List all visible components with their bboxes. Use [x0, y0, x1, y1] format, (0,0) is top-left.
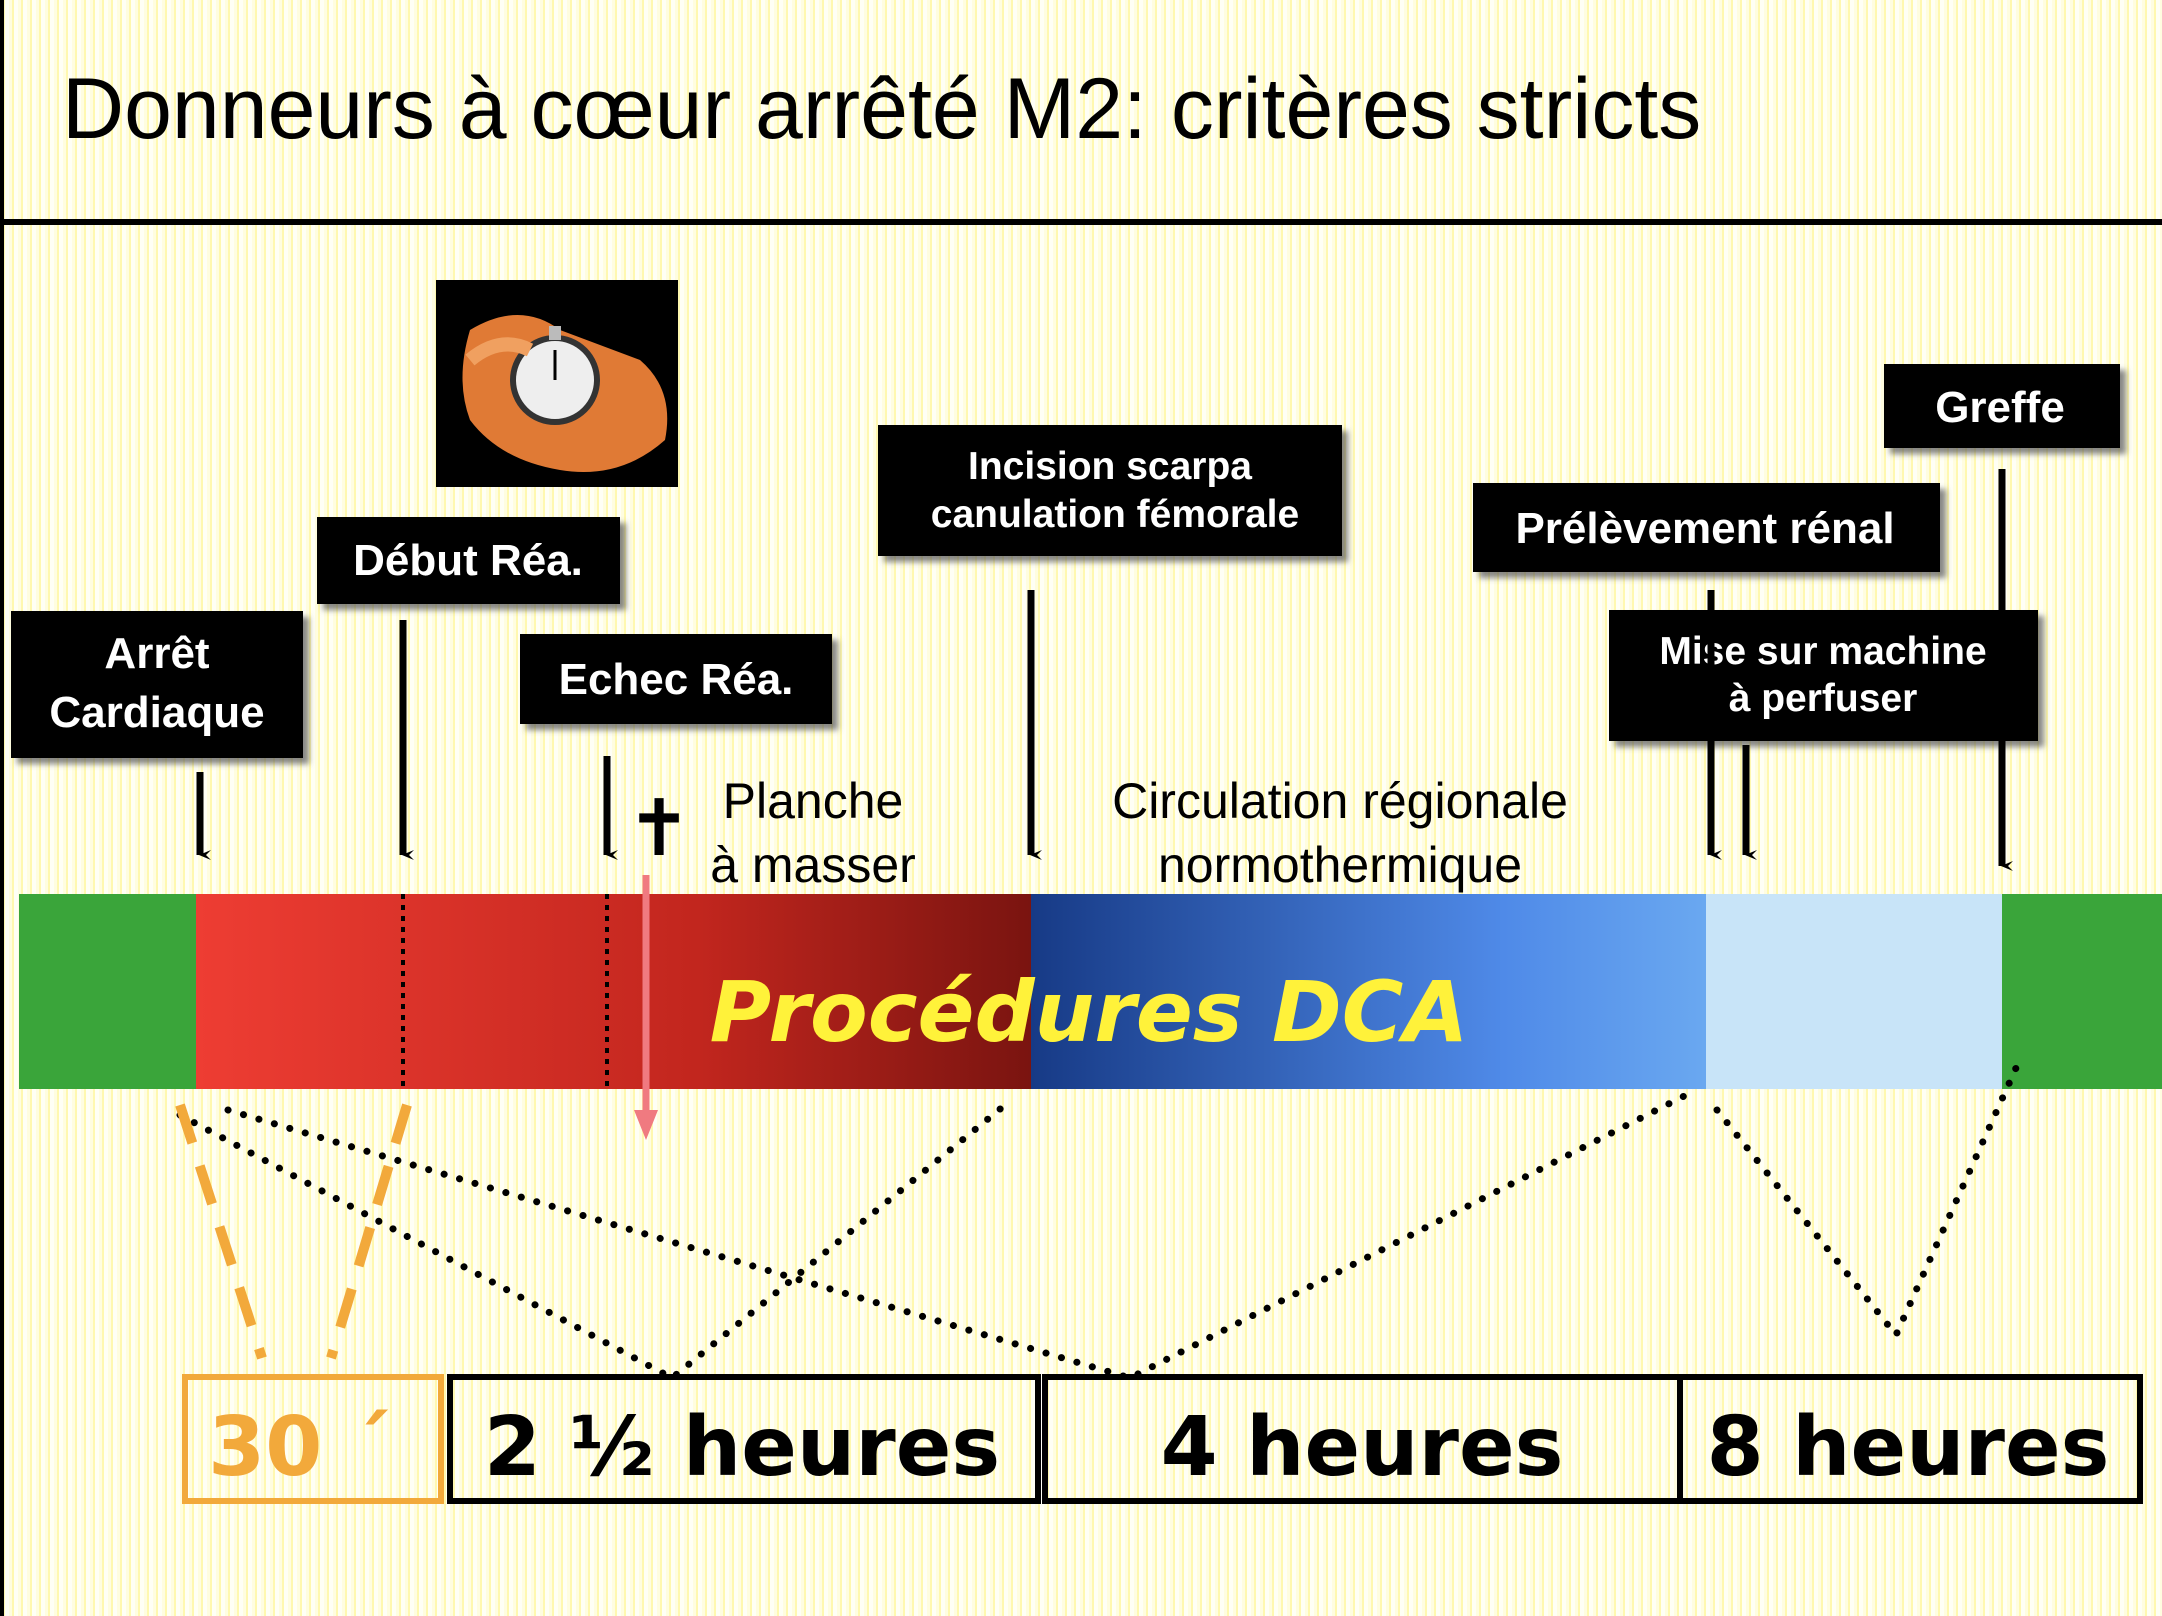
arret-label-2: Cardiaque	[49, 688, 264, 737]
duration-8h: 8 heures	[1707, 1400, 2110, 1495]
event-arrows	[196, 469, 2013, 871]
event-box-echec-rea	[520, 634, 832, 724]
duration-2h30: 2 ½ heures	[484, 1400, 1000, 1495]
echec-label: Echec Réa.	[559, 655, 794, 704]
event-box-greffe	[1884, 364, 2120, 448]
segment-light-blue	[1706, 894, 2002, 1089]
timeline-bar	[19, 894, 2162, 1089]
circulation-label-2: normothermique	[1158, 837, 1522, 893]
connector-2h30	[176, 1101, 1009, 1383]
death-cross-icon: ✝	[626, 784, 691, 874]
prelevement-label: Prélèvement rénal	[1515, 504, 1894, 553]
duration-box-30min	[182, 1374, 444, 1504]
arret-label-1: Arrêt	[104, 629, 209, 678]
segment-blue	[1031, 894, 1706, 1089]
segment-green-end	[2002, 894, 2162, 1089]
event-box-prelevement	[1473, 483, 1940, 572]
incision-label-2: canulation fémorale	[931, 493, 1299, 536]
dotted-connectors	[176, 1064, 2020, 1383]
event-box-debut-rea	[317, 517, 620, 604]
stopwatch-hand-icon	[436, 280, 678, 487]
segment-red	[196, 894, 1031, 1089]
title-divider	[0, 219, 2162, 225]
event-box-machine	[1609, 610, 2038, 741]
incision-label-1: Incision scarpa	[968, 445, 1252, 488]
machine-label-2: à perfuser	[1729, 677, 1918, 720]
orange-connector	[175, 1103, 412, 1360]
event-box-arret-cardiaque	[11, 611, 303, 758]
debut-label: Début Réa.	[353, 536, 583, 585]
greffe-label: Greffe	[1935, 383, 2065, 432]
duration-30min: 30 ´	[208, 1400, 392, 1495]
duration-box-2h30	[447, 1374, 1041, 1504]
circulation-label-1: Circulation régionale	[1112, 773, 1568, 829]
event-box-incision	[878, 425, 1342, 556]
pink-marker-arrow	[634, 875, 658, 1140]
duration-4h: 4 heures	[1161, 1400, 1564, 1495]
duration-box-8h	[1677, 1374, 2143, 1504]
connector-4h	[224, 1086, 1700, 1382]
planche-label-2: à masser	[710, 837, 916, 893]
planche-label-1: Planche	[723, 773, 904, 829]
left-border	[0, 0, 4, 1616]
segment-green-start	[19, 894, 196, 1089]
procedures-dca-label: Procédures DCA	[710, 963, 1469, 1061]
connector-8h	[1713, 1064, 2020, 1342]
slide-title: Donneurs à cœur arrêté M2: critères stri…	[62, 61, 1701, 157]
